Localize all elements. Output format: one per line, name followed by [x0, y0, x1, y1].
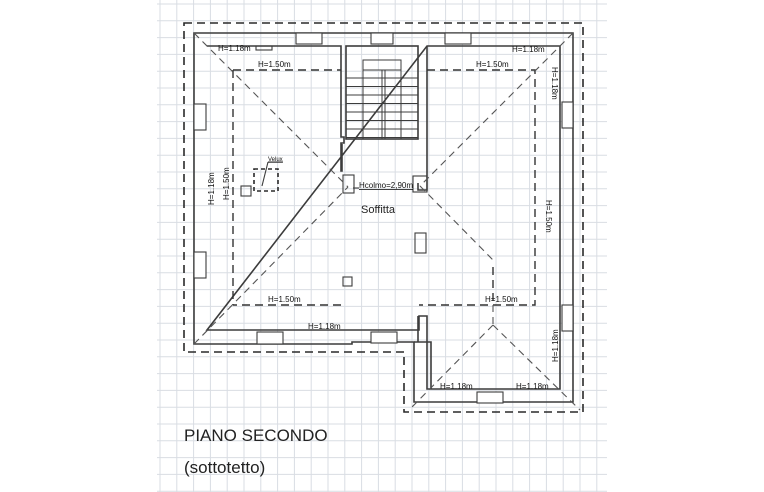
window-left-2: [193, 251, 207, 279]
window-left-1: [193, 103, 207, 131]
window-right-2: [561, 304, 574, 332]
label-h118-wing-bottom-left: H=1.18m: [440, 382, 473, 391]
hatch-icon: [255, 45, 273, 51]
label-h118-left: H=1.18m: [207, 172, 216, 205]
label-h150-bottom-left: H=1.50m: [268, 295, 301, 304]
chimney-ridge-left: [342, 174, 355, 194]
label-h118-wing-right: H=1.18m: [551, 329, 560, 362]
label-h150-right: H=1.50m: [544, 200, 553, 233]
label-h118-bottom: H=1.18m: [308, 322, 341, 331]
window-bottom-1: [256, 331, 284, 345]
flue-1: [414, 232, 427, 254]
stair-wall-right: [417, 46, 428, 191]
window-top-1: [295, 32, 323, 45]
label-h118-top-left: H=1.18m: [218, 44, 251, 53]
label-h118-wing-bottom-right: H=1.18m: [516, 382, 549, 391]
floor-subtitle: (sottotetto): [184, 458, 266, 477]
roof-hips: [193, 32, 581, 411]
window-top-3: [444, 32, 472, 45]
velux-skylight: [253, 161, 283, 192]
label-h118-right-top: H=1.18m: [550, 67, 559, 100]
label-h150-top-left: H=1.50m: [258, 60, 291, 69]
label-h150-left: H=1.50m: [222, 167, 231, 200]
label-h150-bottom-right: H=1.50m: [485, 295, 518, 304]
grid: [157, 0, 607, 492]
inner-wall: [205, 45, 561, 390]
label-h118-top-right: H=1.18m: [512, 45, 545, 54]
flue-2: [342, 276, 353, 287]
room-label-soffitta: Soffitta: [361, 204, 396, 216]
window-top-2: [370, 32, 394, 45]
window-bottom-2: [370, 331, 398, 344]
window-wing-bottom: [476, 391, 504, 404]
floor-title: PIANO SECONDO: [184, 426, 328, 445]
height-150-line: [232, 69, 536, 306]
staircase: [345, 45, 419, 140]
label-velux: Velux: [268, 157, 283, 163]
eave-outline: [183, 22, 584, 413]
label-h150-top-right: H=1.50m: [476, 60, 509, 69]
label-ridge-height: Hcolmo=2,90m: [359, 181, 413, 190]
flue-3: [240, 185, 252, 197]
chimney-ridge-right: [412, 175, 428, 193]
window-right-1: [561, 101, 574, 129]
inner-wall-right-block: [414, 316, 432, 389]
